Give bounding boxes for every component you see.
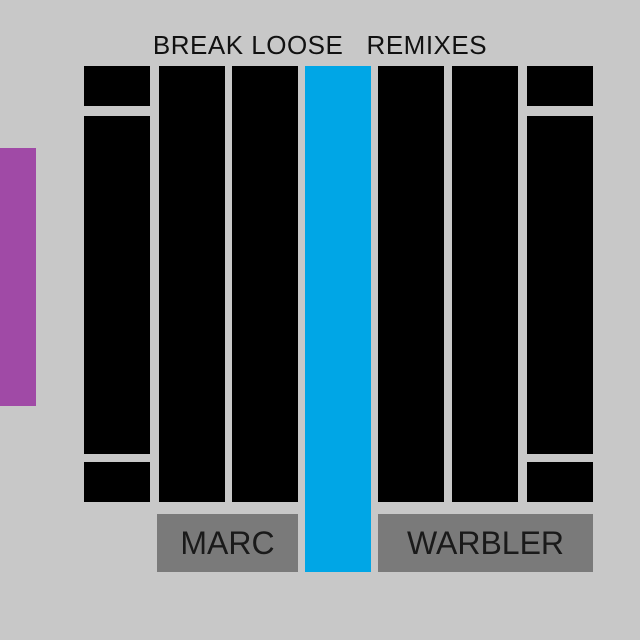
right-inner-column-2 [452,66,518,502]
album-title: BREAK LOOSE REMIXES [0,28,640,62]
purple-accent-bar [0,148,36,406]
title-text: BREAK LOOSE [152,30,344,60]
center-blue-column [305,66,371,572]
right-column-bottom-block [527,462,593,502]
artist-first-name-box: MARC [157,514,298,572]
artist-last-name-box: WARBLER [378,514,593,572]
artist-first-name: MARC [180,524,275,561]
right-column-top-block [527,66,593,106]
left-inner-column-2 [232,66,298,502]
artist-last-name: WARBLER [406,524,565,561]
left-column-bottom-block [84,462,150,502]
left-inner-column-1 [159,66,225,502]
left-column-top-block [84,66,150,106]
right-inner-column-1 [378,66,444,502]
right-column-middle-block [527,116,593,454]
subtitle-text: REMIXES [366,30,488,60]
left-column-middle-block [84,116,150,454]
